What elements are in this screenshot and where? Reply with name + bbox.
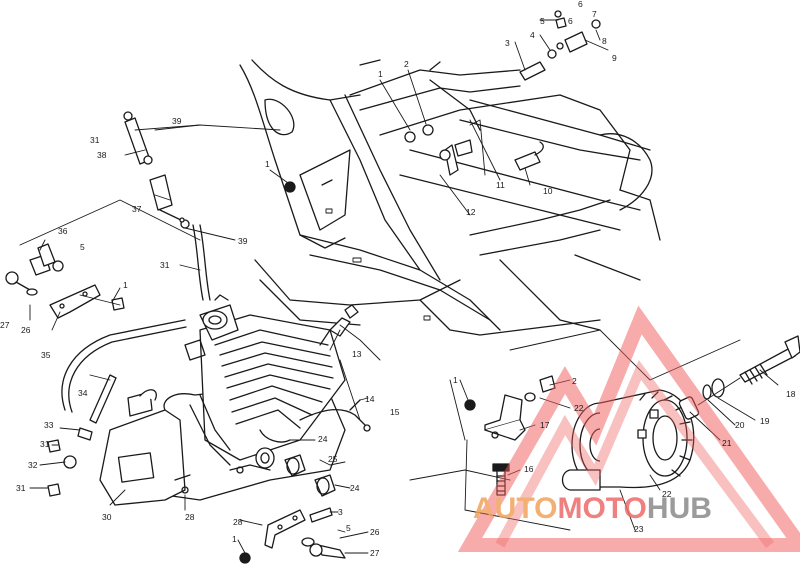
callout-2: 2 <box>572 376 577 386</box>
callout-27: 27 <box>370 548 380 558</box>
callout-26: 26 <box>21 325 31 335</box>
throttle-cable-hardware <box>284 10 601 193</box>
callout-27: 27 <box>0 320 10 330</box>
engine-mount-bracket-upper <box>5 254 125 319</box>
callout-28: 28 <box>233 517 243 527</box>
callout-39: 39 <box>172 116 182 126</box>
callout-33: 33 <box>44 420 54 430</box>
callout-4: 4 <box>530 30 535 40</box>
watermark-triangle-icon <box>457 305 800 552</box>
callout-11: 11 <box>496 180 505 190</box>
callout-34: 34 <box>78 388 88 398</box>
callout-13: 13 <box>352 349 362 359</box>
callout-31: 31 <box>160 260 170 270</box>
callout-6: 6 <box>578 0 583 9</box>
callout-35: 35 <box>41 350 51 360</box>
callout-12: 12 <box>466 207 476 217</box>
callout-39: 39 <box>238 236 248 246</box>
callout-32: 32 <box>28 460 38 470</box>
spark-plug-cap <box>319 304 359 346</box>
clutch-bracket-hardware <box>464 375 556 496</box>
callout-36: 36 <box>58 226 68 236</box>
callout-1: 1 <box>232 534 237 544</box>
callout-18: 18 <box>786 389 796 399</box>
grommets <box>255 447 336 497</box>
svg-text:AUTOMOTOHUB: AUTOMOTOHUB <box>473 492 712 525</box>
callout-15: 15 <box>390 407 400 417</box>
callout-1: 1 <box>378 69 383 79</box>
callout-1: 1 <box>123 280 128 290</box>
callout-9: 9 <box>612 53 617 63</box>
drive-clutch-assembly <box>561 389 695 491</box>
callout-19: 19 <box>760 416 770 426</box>
callout-31: 31 <box>16 483 26 493</box>
chassis-frame <box>239 59 661 336</box>
callout-5: 5 <box>80 242 85 252</box>
engine-mount-bracket-lower <box>239 507 346 564</box>
callout-7: 7 <box>592 9 597 19</box>
callout-2: 22 <box>574 403 584 413</box>
callout-37: 37 <box>132 204 142 214</box>
callout-16: 16 <box>524 464 534 474</box>
callout-38: 38 <box>97 150 107 160</box>
watermark-word-auto: AUTO <box>473 492 557 525</box>
callout-labels: 1 2 1 11 12 10 3 4 5 6 6 7 8 9 31 38 39 … <box>0 0 796 558</box>
watermark-word-hub: HUB <box>647 492 712 525</box>
callout-29: 28 <box>185 512 195 522</box>
callout-8: 8 <box>602 36 607 46</box>
callout-5: 5 <box>346 523 351 533</box>
callout-31: 31 <box>90 135 100 145</box>
callout-31: 31 <box>40 439 50 449</box>
callout-30: 30 <box>102 512 112 522</box>
callout-24: 24 <box>318 434 328 444</box>
callout-26: 26 <box>370 527 380 537</box>
callout-17: 17 <box>540 420 550 430</box>
callout-21: 21 <box>722 438 732 448</box>
callout-2: 2 <box>404 59 409 69</box>
callout-6: 6 <box>568 16 573 26</box>
automotohub-watermark: AUTOMOTOHUB <box>457 305 800 552</box>
callout-14: 14 <box>365 394 375 404</box>
callout-10: 10 <box>543 186 553 196</box>
callout-20: 20 <box>735 420 745 430</box>
leader-lines <box>19 19 779 554</box>
engine-block <box>99 294 346 506</box>
callout-24: 24 <box>350 483 360 493</box>
callout-22: 22 <box>662 489 672 499</box>
callout-1: 1 <box>265 159 270 169</box>
callout-23: 23 <box>634 524 644 534</box>
fuel-lines <box>37 111 211 497</box>
callout-3: 3 <box>505 38 510 48</box>
callout-1: 1 <box>453 375 458 385</box>
callout-3: 3 <box>338 507 343 517</box>
callout-25: 25 <box>328 454 338 464</box>
watermark-word-moto: MOTO <box>557 492 646 525</box>
callout-5: 5 <box>540 16 545 26</box>
